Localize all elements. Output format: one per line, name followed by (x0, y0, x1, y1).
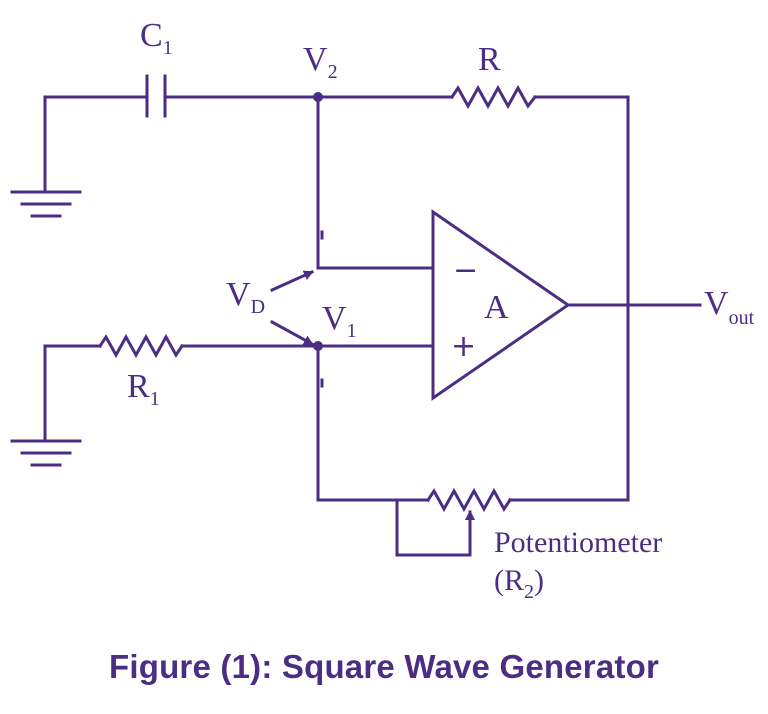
wire-potentiometer-wiper-loop (395, 498, 472, 557)
ground-symbol-top (10, 190, 82, 218)
label-v1: V1 (322, 300, 357, 342)
label-opamp-a: A (484, 289, 509, 326)
wire-r1-left-to-ground (43, 344, 102, 443)
resistor-r (449, 84, 538, 110)
label-potentiometer: Potentiometer (494, 526, 662, 559)
label-v2: V2 (303, 41, 338, 83)
resistor-r1 (97, 333, 185, 359)
label-noninverting-sign: + (451, 329, 476, 364)
wire-r-to-right-rail (533, 95, 630, 502)
wire-v2-to-inverting-input (316, 95, 435, 270)
label-r1: R1 (127, 368, 160, 410)
ground-symbol-bottom (10, 439, 82, 467)
opamp-triangle (431, 209, 571, 401)
label-r2: (R2) (494, 564, 544, 603)
vd-arrow-to-noninverting (269, 319, 315, 347)
label-inverting-sign: − (453, 253, 478, 288)
vd-arrow-to-inverting (270, 270, 314, 292)
wire-v1-to-potentiometer (316, 344, 430, 502)
label-r: R (478, 41, 501, 78)
label-vout: Vout (704, 285, 755, 329)
potentiometer-r2-resistor (425, 487, 513, 513)
label-vd: VD (226, 276, 265, 318)
capacitor-c1 (145, 74, 167, 118)
figure-caption: Figure (1): Square Wave Generator (108, 648, 659, 685)
label-c1: C1 (140, 17, 173, 59)
wire-c1-left-to-ground (43, 95, 147, 194)
